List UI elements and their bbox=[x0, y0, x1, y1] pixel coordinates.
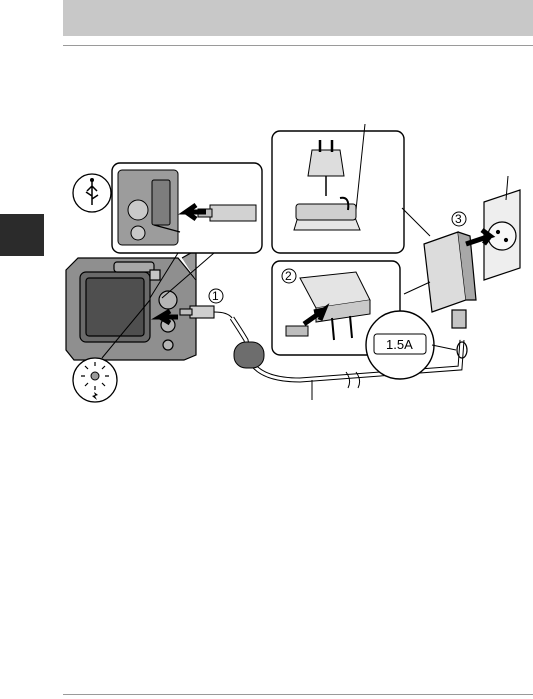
usb-port-inset bbox=[112, 163, 262, 253]
step-3: 3 bbox=[452, 212, 466, 226]
svg-text:3: 3 bbox=[455, 212, 462, 226]
ferrite-core bbox=[234, 342, 264, 368]
svg-text:1: 1 bbox=[212, 289, 219, 303]
step-1: 1 bbox=[209, 289, 223, 303]
camera-body bbox=[66, 250, 196, 360]
charge-lamp-icon bbox=[73, 358, 117, 402]
usb-icon bbox=[73, 174, 111, 212]
rating-label: 1.5A bbox=[386, 337, 413, 352]
plug-adapter-inset bbox=[272, 131, 404, 253]
step-2: 2 bbox=[282, 269, 296, 283]
ac-adapter bbox=[424, 232, 476, 328]
svg-text:2: 2 bbox=[285, 269, 292, 283]
